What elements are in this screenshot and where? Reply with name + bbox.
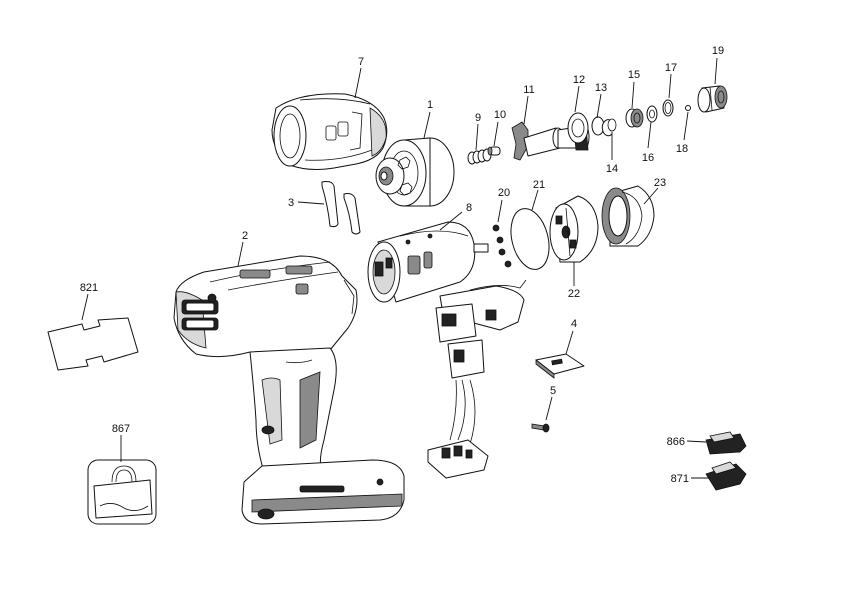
callout-7: 7 bbox=[358, 56, 364, 68]
part-8-motor[interactable] bbox=[367, 221, 489, 303]
part-23-ring-gear[interactable] bbox=[601, 185, 655, 247]
part-2-main-housing[interactable] bbox=[173, 255, 405, 525]
callout-22: 22 bbox=[568, 288, 580, 300]
part-22-bracket[interactable] bbox=[549, 195, 599, 263]
part-866-battery[interactable] bbox=[705, 431, 747, 455]
part-7-gear-housing[interactable] bbox=[271, 93, 388, 170]
callout-14: 14 bbox=[606, 163, 618, 175]
callout-1: 1 bbox=[427, 99, 433, 111]
callout-labels: 7 1 9 10 11 12 13 14 15 16 17 18 19 3 8 … bbox=[80, 45, 724, 485]
callout-11: 11 bbox=[523, 84, 534, 96]
callout-20: 20 bbox=[498, 187, 510, 199]
part-14-snap-ring[interactable] bbox=[601, 118, 617, 137]
leader-lines bbox=[81, 57, 718, 479]
callout-3: 3 bbox=[288, 197, 294, 209]
part-5-screw[interactable] bbox=[531, 423, 550, 433]
callout-5: 5 bbox=[550, 385, 556, 397]
part-12-washer[interactable] bbox=[567, 112, 589, 144]
callout-16: 16 bbox=[642, 152, 654, 164]
part-10-pin[interactable] bbox=[487, 146, 501, 156]
part-1-gear-assembly[interactable] bbox=[375, 137, 455, 207]
part-3-clips[interactable] bbox=[321, 181, 361, 235]
callout-9: 9 bbox=[475, 112, 481, 124]
part-18-ball[interactable] bbox=[685, 105, 691, 111]
callout-866: 866 bbox=[667, 436, 685, 448]
callout-19: 19 bbox=[712, 45, 724, 57]
callout-2: 2 bbox=[242, 230, 248, 242]
part-867-bag-icon-box[interactable] bbox=[87, 459, 157, 525]
callout-8: 8 bbox=[466, 202, 472, 214]
part-16-washer[interactable] bbox=[646, 105, 658, 123]
callout-10: 10 bbox=[494, 109, 506, 121]
part-20-screws[interactable] bbox=[492, 224, 517, 268]
part-821-label[interactable] bbox=[47, 317, 139, 371]
callout-867: 867 bbox=[112, 423, 130, 435]
part-21-o-ring[interactable] bbox=[505, 205, 555, 274]
callout-23: 23 bbox=[654, 177, 666, 189]
callout-18: 18 bbox=[676, 143, 688, 155]
callout-13: 13 bbox=[595, 82, 607, 94]
callout-4: 4 bbox=[571, 318, 577, 330]
callout-15: 15 bbox=[628, 69, 640, 81]
callout-821: 821 bbox=[80, 282, 98, 294]
part-17-ring[interactable] bbox=[662, 99, 674, 117]
part-4-plate[interactable] bbox=[535, 353, 585, 379]
switch-assembly[interactable] bbox=[427, 279, 527, 479]
callout-21: 21 bbox=[533, 179, 545, 191]
part-19-nose-cap[interactable] bbox=[697, 85, 728, 113]
callout-17: 17 bbox=[665, 62, 677, 74]
part-15-bushing[interactable] bbox=[625, 108, 644, 128]
callout-871: 871 bbox=[671, 473, 689, 485]
callout-12: 12 bbox=[573, 74, 585, 86]
part-9-spring[interactable] bbox=[467, 148, 492, 165]
part-871-battery[interactable] bbox=[705, 461, 747, 491]
